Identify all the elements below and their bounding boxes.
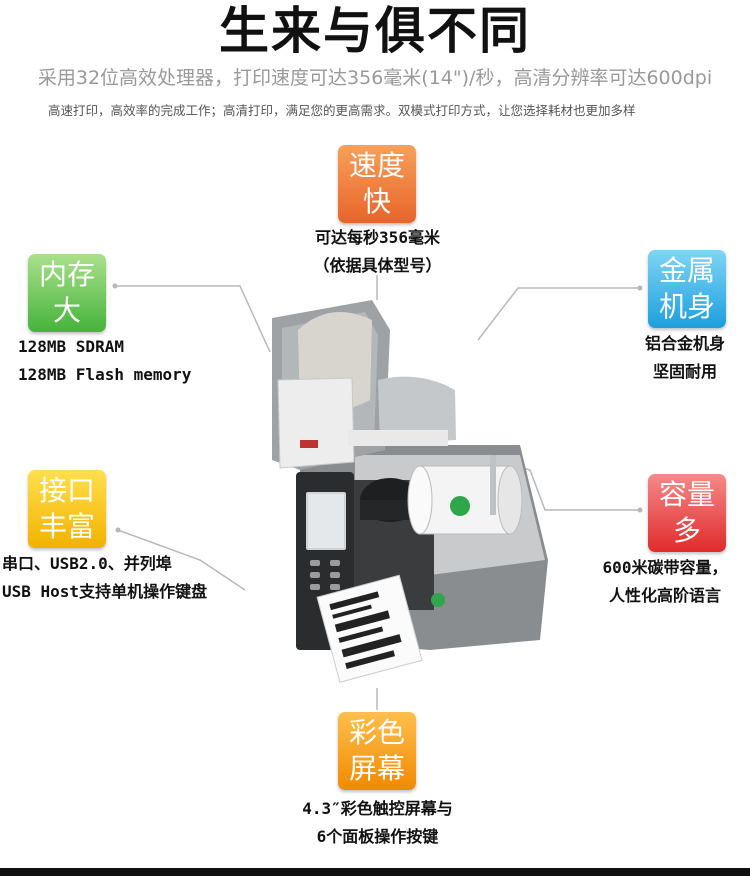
- capacity-caption-line1: 600米碳带容量，: [602, 558, 728, 577]
- speed-caption-line1: 可达每秒356毫米: [315, 228, 440, 247]
- memory-badge: 内存 大: [28, 254, 106, 332]
- screen-badge-line1: 彩色: [348, 716, 405, 749]
- memory-badge-line2: 大: [52, 294, 81, 327]
- interface-badge-line2: 丰富: [38, 510, 95, 543]
- interface-badge: 接口 丰富: [28, 470, 106, 548]
- metal-caption-line2: 坚固耐用: [652, 362, 717, 381]
- metal-caption-line1: 铝合金机身: [644, 334, 725, 353]
- page-description: 高速打印，高效率的完成工作；高清打印，满足您的更高需求。双模式打印方式，让您选择…: [48, 103, 636, 118]
- speed-caption: 可达每秒356毫米 （依据具体型号）: [280, 224, 475, 280]
- interface-badge-line1: 接口: [38, 474, 95, 507]
- capacity-badge: 容量 多: [648, 474, 726, 552]
- memory-caption-line2: 128MB Flash memory: [18, 365, 192, 384]
- screen-badge: 彩色 屏幕: [338, 712, 416, 790]
- speed-caption-line2: （依据具体型号）: [313, 256, 442, 275]
- capacity-caption: 600米碳带容量， 人性化高阶语言: [585, 554, 745, 610]
- speed-badge-line2: 快: [362, 185, 391, 218]
- capacity-caption-line2: 人性化高阶语言: [608, 586, 721, 605]
- bottom-divider: [0, 868, 750, 876]
- interface-caption-line2: USB Host支持单机操作键盘: [2, 582, 208, 601]
- capacity-badge-line1: 容量: [658, 478, 715, 511]
- metal-caption: 铝合金机身 坚固耐用: [610, 330, 750, 386]
- metal-badge: 金属 机身: [648, 250, 726, 328]
- speed-badge-line1: 速度: [348, 149, 405, 182]
- screen-caption-line2: 6个面板操作按键: [316, 827, 439, 846]
- speed-badge: 速度 快: [338, 145, 416, 223]
- capacity-badge-line2: 多: [672, 514, 701, 547]
- interface-caption: 串口、USB2.0、并列埠 USB Host支持单机操作键盘: [2, 550, 207, 606]
- screen-caption-line1: 4.3″彩色触控屏幕与: [302, 799, 453, 818]
- memory-caption-line1: 128MB SDRAM: [18, 337, 124, 356]
- metal-badge-line2: 机身: [658, 290, 715, 323]
- memory-badge-line1: 内存: [38, 258, 95, 291]
- page-title: 生来与俱不同: [219, 2, 531, 60]
- memory-caption: 128MB SDRAM 128MB Flash memory: [18, 333, 191, 389]
- interface-caption-line1: 串口、USB2.0、并列埠: [2, 554, 172, 573]
- screen-caption: 4.3″彩色触控屏幕与 6个面板操作按键: [265, 795, 490, 851]
- page-subtitle: 采用32位高效处理器，打印速度可达356毫米(14")/秒，高清分辨率可达600…: [37, 67, 713, 89]
- metal-badge-line1: 金属: [658, 254, 715, 287]
- screen-badge-line2: 屏幕: [348, 752, 405, 785]
